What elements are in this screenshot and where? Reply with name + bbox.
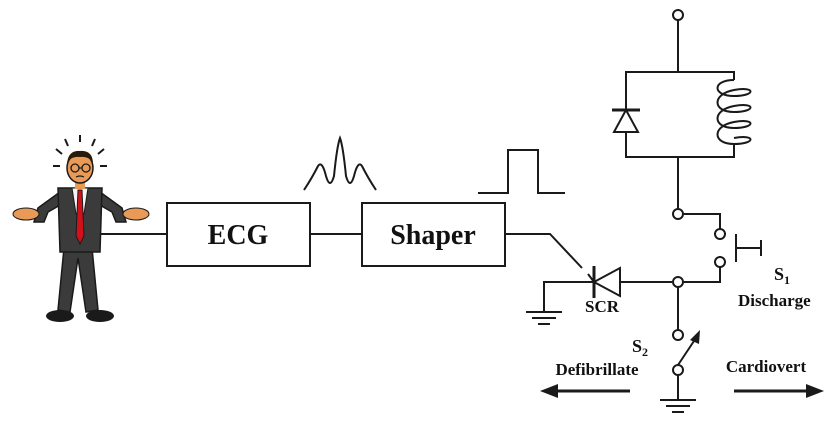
diode-icon <box>612 100 640 136</box>
s1-discharge-label: Discharge <box>738 291 811 310</box>
main-node <box>672 276 684 288</box>
s2-switch <box>672 329 700 376</box>
scr-component: SCR <box>585 266 621 316</box>
ecg-waveform-icon <box>303 135 377 191</box>
ecg-label: ECG <box>208 220 269 251</box>
ground-icon <box>526 311 562 325</box>
pulse-waveform-icon <box>478 149 565 194</box>
s1-label: S1 <box>774 264 790 287</box>
shaper-gate-wire <box>505 233 583 269</box>
patient-figure <box>12 135 150 322</box>
cardiovert-label: Cardiovert <box>726 357 807 376</box>
shaper-block: Shaper <box>361 202 506 267</box>
s2-label: S2 <box>632 336 648 359</box>
ecg-block: ECG <box>166 202 311 267</box>
alarm-lines <box>53 135 107 167</box>
cardiovert-arrow-icon <box>734 384 824 398</box>
supply-terminal <box>672 9 684 21</box>
ground-icon <box>660 399 696 413</box>
coil-icon <box>716 79 752 150</box>
defibrillate-label: Defibrillate <box>555 360 639 379</box>
shaper-label: Shaper <box>390 220 476 251</box>
s1-switch <box>672 208 762 283</box>
defibrillate-arrow-icon <box>540 384 630 398</box>
scr-label: SCR <box>585 297 620 316</box>
scr-ground-wire <box>543 281 594 312</box>
